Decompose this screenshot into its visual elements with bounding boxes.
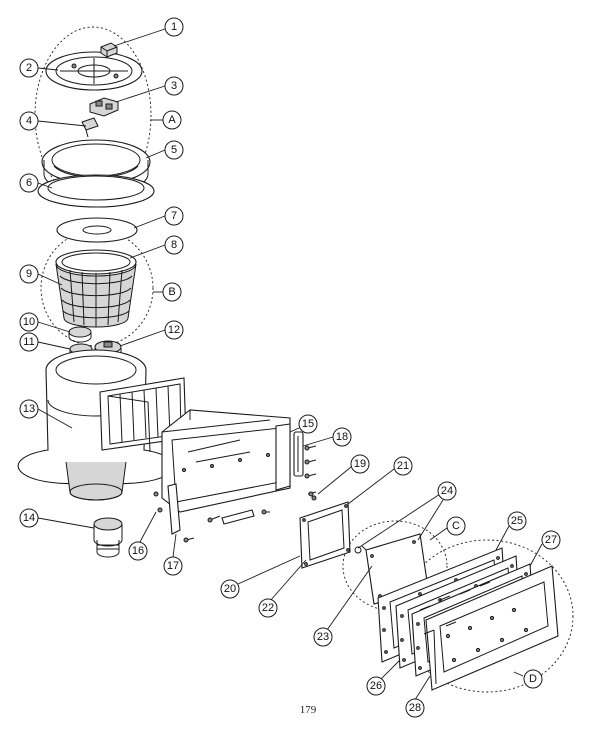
svg-text:B: B	[168, 286, 175, 298]
group-outline-c	[342, 520, 448, 612]
side-strip	[293, 431, 304, 477]
callout-23: 23	[313, 627, 333, 647]
callout-4: 4	[19, 111, 39, 131]
skimmer-body	[17, 349, 187, 501]
throat-extension	[161, 409, 291, 513]
group-outline-d	[400, 539, 574, 693]
svg-text:4: 4	[26, 115, 32, 127]
svg-text:14: 14	[23, 512, 35, 524]
callout-b: B	[162, 282, 182, 302]
svg-text:25: 25	[511, 515, 523, 527]
ring-gasket	[56, 217, 138, 243]
svg-text:10: 10	[23, 316, 35, 328]
callout-5: 5	[164, 140, 184, 160]
svg-text:23: 23	[317, 631, 329, 643]
svg-text:28: 28	[409, 702, 421, 714]
svg-text:D: D	[529, 673, 537, 685]
svg-text:7: 7	[171, 210, 177, 222]
skimmer-basket	[55, 249, 137, 328]
svg-text:5: 5	[171, 144, 177, 156]
svg-text:A: A	[168, 114, 176, 126]
face-frame	[299, 501, 351, 569]
svg-text:1: 1	[171, 21, 177, 33]
svg-text:21: 21	[397, 460, 409, 472]
leader-lines	[37, 28, 543, 704]
callout-19: 19	[350, 454, 370, 474]
callout-c: C	[446, 516, 466, 536]
callout-28: 28	[405, 698, 425, 718]
callout-8: 8	[164, 235, 184, 255]
lid-bracket	[89, 97, 119, 117]
svg-text:9: 9	[26, 268, 32, 280]
callout-27: 27	[541, 530, 561, 550]
callout-17: 17	[163, 556, 183, 576]
callout-1: 1	[164, 17, 184, 37]
callout-15: 15	[298, 414, 318, 434]
svg-text:18: 18	[336, 431, 348, 443]
svg-text:2: 2	[26, 62, 32, 74]
svg-text:20: 20	[224, 583, 236, 595]
skimmer-collar	[41, 139, 151, 195]
bottom-strip	[167, 483, 255, 535]
callout-d: D	[523, 669, 543, 689]
face-screws	[419, 581, 491, 635]
callout-7: 7	[164, 206, 184, 226]
svg-text:11: 11	[23, 336, 34, 348]
callout-24: 24	[437, 481, 457, 501]
svg-text:8: 8	[171, 239, 177, 251]
callout-10: 10	[19, 312, 39, 332]
svg-text:15: 15	[302, 418, 314, 430]
callout-13: 13	[19, 399, 39, 419]
callout-12: 12	[164, 320, 184, 340]
page-number: 179	[299, 704, 317, 716]
small-cap	[68, 326, 92, 343]
callout-25: 25	[507, 511, 527, 531]
frame-screw	[311, 495, 317, 501]
svg-text:17: 17	[167, 560, 179, 572]
svg-text:27: 27	[545, 534, 557, 546]
callout-2: 2	[19, 58, 39, 78]
svg-text:13: 13	[23, 403, 35, 415]
collar-gasket	[37, 174, 155, 208]
svg-text:12: 12	[168, 324, 180, 336]
lid-knob	[100, 42, 118, 58]
callout-6: 6	[19, 173, 39, 193]
callout-a: A	[162, 110, 182, 130]
svg-text:24: 24	[441, 485, 453, 497]
callout-22: 22	[258, 598, 278, 618]
callout-20: 20	[220, 579, 240, 599]
lid-clip	[81, 117, 99, 138]
callout-26: 26	[366, 676, 386, 696]
callout-16: 16	[128, 541, 148, 561]
svg-text:19: 19	[354, 458, 366, 470]
skimmer-lid	[45, 51, 143, 91]
callout-9: 9	[19, 264, 39, 284]
screws-upper	[304, 445, 317, 497]
face-plate-d	[425, 565, 559, 691]
callout-14: 14	[19, 508, 39, 528]
callout-21: 21	[393, 456, 413, 476]
screws-lower	[153, 491, 270, 543]
svg-text:C: C	[452, 520, 460, 532]
pipe-fitting	[93, 517, 123, 558]
svg-text:16: 16	[132, 545, 144, 557]
svg-text:26: 26	[370, 680, 382, 692]
group-outline-b	[40, 229, 154, 347]
svg-text:3: 3	[171, 80, 177, 92]
callout-3: 3	[164, 76, 184, 96]
callout-18: 18	[332, 427, 352, 447]
svg-text:6: 6	[26, 177, 32, 189]
svg-text:22: 22	[262, 602, 274, 614]
callout-11: 11	[19, 332, 39, 352]
